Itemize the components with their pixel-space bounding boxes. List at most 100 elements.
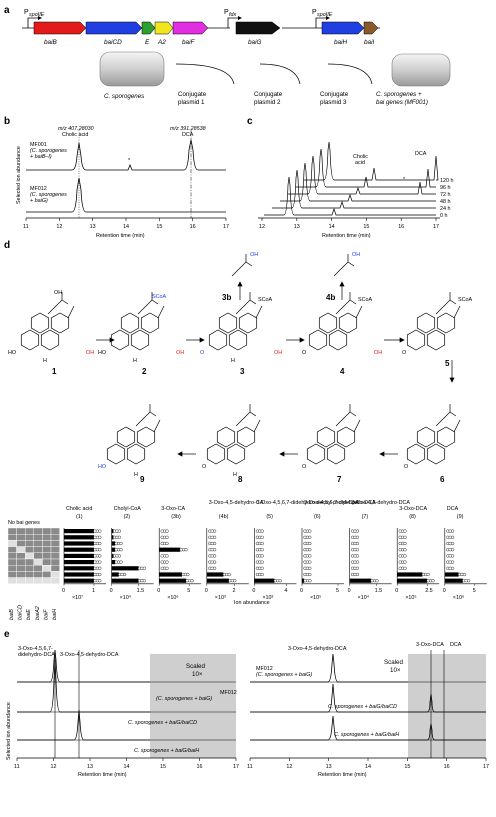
- compound-2: 2: [142, 367, 147, 376]
- matrix-cell-2-2: [25, 540, 35, 547]
- gene-baiE: [141, 21, 156, 35]
- bar-tick-3-0: 0: [205, 588, 208, 594]
- matrix-cell-0-3: [33, 527, 43, 535]
- gene-baiA2: [154, 21, 174, 35]
- bar-group-num-5: (6): [314, 514, 321, 520]
- bar-group-num-0: (1): [76, 514, 83, 520]
- scoa-5: SCoA: [458, 297, 472, 303]
- replicate-8-0-2: [451, 529, 455, 533]
- steroid-3: [208, 305, 263, 351]
- c-trace-4: [272, 169, 436, 209]
- ho-9: HO: [98, 464, 106, 470]
- matrix-cell-8-4: [42, 577, 52, 584]
- bar-1-0: [111, 529, 114, 534]
- replicate-5-0-2: [308, 529, 312, 533]
- e-right-tick-label-1: 12: [286, 764, 292, 770]
- side-chain-0: [47, 292, 69, 315]
- replicate-6-6-2: [355, 566, 359, 570]
- conjugation-arrows: [175, 63, 373, 85]
- matrix-cell-3-2: [25, 546, 35, 553]
- bar-1-8: [111, 578, 139, 583]
- panel-label-d: d: [4, 240, 10, 251]
- c-tick-label-2: 14: [329, 224, 335, 230]
- replicate-3-0-2: [213, 529, 217, 533]
- c-trace-2: [288, 155, 436, 195]
- replicate-5-7-2: [308, 572, 312, 577]
- e-left-trace3: C. sporogenes + baiG/baiH: [134, 748, 199, 754]
- replicate-0-2-2: [98, 541, 102, 546]
- trace1-line1: MF001: [30, 142, 47, 148]
- e-left-peak1-2: didehydro-DCA: [18, 652, 55, 658]
- matrix-cell-7-4: [42, 571, 52, 578]
- matrix-cell-1-5: [50, 534, 60, 541]
- svg-text:spoIIE: spoIIE: [29, 12, 45, 18]
- b-tick-label-2: 13: [90, 224, 96, 230]
- step-2-line1: Conjugate: [254, 91, 283, 98]
- matrix-cell-6-1: [16, 565, 26, 572]
- mz1-label: m/z 407.28030: [58, 126, 94, 132]
- gene-label-A2: A2: [157, 39, 166, 46]
- matrix-gene-label-3: baiA2: [35, 606, 41, 620]
- matrix-cell-3-4: [42, 546, 52, 553]
- mz2-name: DCA: [182, 132, 194, 138]
- b-tick-label-6: 17: [223, 224, 229, 230]
- promoter-label-1: P: [24, 9, 29, 16]
- organism-label: C. sporogenes: [104, 93, 144, 100]
- trace-e-right-3: [250, 715, 408, 741]
- panel-label-a: a: [4, 5, 10, 16]
- matrix-gene-label-2: baiE: [26, 609, 32, 620]
- bar-group-title-3: 3-Oxo-4,5-dehydro-CA: [209, 500, 264, 506]
- gene-label-baiG: baiG: [248, 39, 262, 46]
- matrix-cell-6-5: [50, 565, 60, 572]
- replicate-0-5-2: [98, 560, 102, 564]
- replicate-3-5-2: [213, 560, 217, 564]
- replicate-7-3-2: [403, 548, 407, 552]
- replicate-8-7-2: [462, 572, 466, 577]
- bar-1-4: [111, 553, 114, 558]
- side-chain-5: [435, 404, 457, 427]
- e-right-tick-label-4: 15: [404, 764, 410, 770]
- trace1-line3: + baiB–I): [30, 154, 52, 160]
- bar-7-8: [397, 578, 428, 583]
- h-1: H: [43, 358, 47, 364]
- matrix-cell-7-1: [16, 571, 26, 578]
- matrix-cell-0-2: [25, 527, 35, 535]
- b-tick-label-5: 16: [190, 224, 196, 230]
- bar-group-title-8: DCA: [447, 506, 459, 512]
- bar-0-5: [64, 560, 94, 565]
- matrix-cell-2-5: [50, 540, 60, 547]
- c-time-label-2: 72 h: [440, 192, 451, 198]
- matrix-cell-2-3: [33, 540, 43, 547]
- bar-tick-6-0: 0: [348, 588, 351, 594]
- gene-baiF: [172, 21, 209, 35]
- bar-unit-3: ×10³: [215, 595, 226, 601]
- matrix-gene-label-1: baiCD: [18, 605, 24, 620]
- matrix-cell-7-3: [33, 571, 43, 578]
- gene-label-baiI: baiI: [364, 39, 375, 46]
- bar-group-num-1: (2): [124, 514, 131, 520]
- bar-0-3: [64, 547, 94, 552]
- matrix-cell-2-0: [7, 540, 17, 547]
- replicate-0-4-2: [98, 554, 102, 558]
- c-tick-label-0: 12: [259, 224, 265, 230]
- o-4: O: [302, 350, 306, 356]
- dca-label: DCA: [415, 151, 427, 157]
- side-chain-1: [137, 292, 159, 315]
- side-chain-7: [235, 404, 257, 427]
- step-1-line2: plasmid 1: [178, 99, 205, 106]
- matrix-cell-6-0: [7, 565, 17, 572]
- e-right-tick-label-6: 17: [483, 764, 489, 770]
- c-tick-label-1: 13: [294, 224, 300, 230]
- bar-0-6: [64, 566, 94, 571]
- bar-tick-8-0: 0: [443, 588, 446, 594]
- compound-4: 4: [340, 367, 345, 376]
- bar-unit-8: ×10⁶: [453, 595, 464, 601]
- matrix-cell-1-2: [25, 534, 35, 541]
- scaled-left-2: 10×: [192, 671, 203, 678]
- matrix-cell-0-4: [42, 527, 52, 535]
- replicate-7-2-2: [403, 541, 407, 546]
